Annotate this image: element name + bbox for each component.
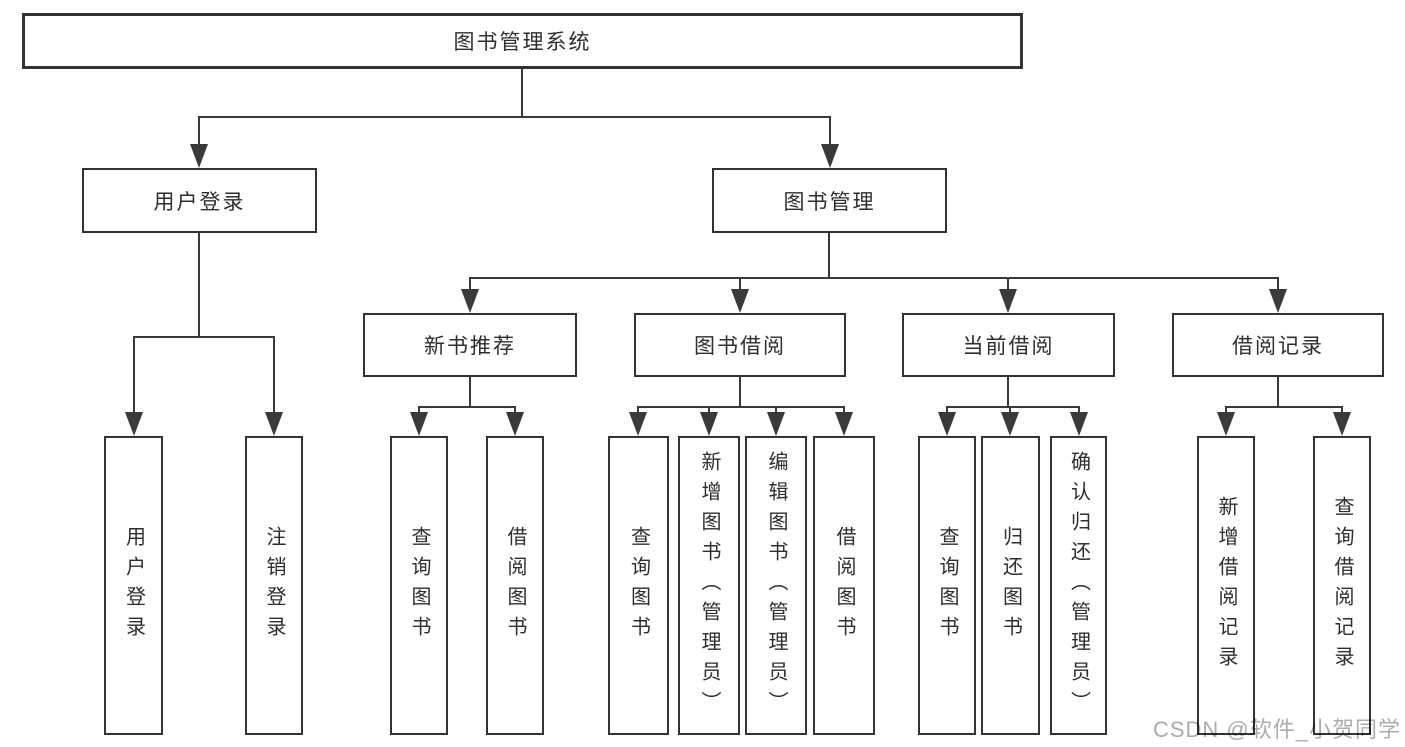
arrowhead-icon [265,412,283,436]
node-user-login: 用户登录 [82,168,317,233]
connector-line [418,406,420,412]
connector-line [469,277,471,289]
node-book-borrow: 图书借阅 [634,313,846,377]
leaf-label: 归还图书 [999,525,1022,646]
arrowhead-icon [938,412,956,436]
leaf-query-books-borrow: 查询图书 [608,436,669,735]
arrowhead-icon [461,289,479,313]
leaf-query-books-current: 查询图书 [918,436,976,735]
leaf-label: 查询图书 [627,525,650,646]
arrowhead-icon [506,412,524,436]
connector-line [521,69,523,117]
connector-line [1277,377,1279,407]
arrowhead-icon [1001,412,1019,436]
leaf-label: 新增图书（管理员） [698,450,720,721]
connector-line [1078,406,1080,412]
connector-line [637,406,639,412]
node-borrow-records: 借阅记录 [1172,313,1384,377]
leaf-label: 借阅图书 [504,525,526,646]
leaf-query-borrow-record: 查询借阅记录 [1313,436,1371,735]
arrowhead-icon [629,412,647,436]
leaf-user-login: 用户登录 [104,436,163,735]
connector-line [829,116,831,144]
connector-line [198,116,200,144]
connector-line [1277,277,1279,289]
connector-line [946,406,948,412]
connector-line [1225,406,1227,412]
leaf-label: 新增借阅记录 [1215,495,1237,676]
leaf-borrow-books-rec: 借阅图书 [486,436,544,735]
arrowhead-icon [1333,412,1351,436]
connector-line [469,277,1279,279]
connector-line [638,406,845,408]
leaf-label: 确认归还（管理员） [1067,450,1090,721]
node-new-book-recommend: 新书推荐 [363,313,577,377]
leaf-add-book-admin: 新增图书（管理员） [678,436,740,735]
connector-line [1226,406,1343,408]
leaf-label: 查询借阅记录 [1331,495,1353,676]
arrowhead-icon [1269,289,1287,313]
arrowhead-icon [821,144,839,168]
node-current-borrow: 当前借阅 [902,313,1115,377]
csdn-watermark: CSDN @软件_小贺同学 [1152,717,1401,742]
connector-line [198,116,831,118]
connector-line [828,233,830,278]
leaf-label: 用户登录 [122,525,145,646]
connector-line [514,406,516,412]
arrowhead-icon [190,144,208,168]
leaf-label: 借阅图书 [833,525,855,646]
connector-line [739,277,741,289]
connector-line [273,336,275,412]
leaf-query-books-rec: 查询图书 [390,436,448,735]
leaf-add-borrow-record: 新增借阅记录 [1197,436,1255,735]
connector-line [947,406,1080,408]
leaf-borrow-books: 借阅图书 [813,436,875,735]
leaf-label: 查询图书 [408,525,430,646]
connector-line [775,406,777,412]
leaf-label: 注销登录 [263,525,285,646]
arrowhead-icon [767,412,785,436]
connector-line [133,336,275,338]
leaf-label: 编辑图书（管理员） [765,450,787,721]
connector-line [708,406,710,412]
arrowhead-icon [700,412,718,436]
node-book-management: 图书管理 [712,168,947,233]
arrowhead-icon [731,289,749,313]
arrowhead-icon [835,412,853,436]
arrowhead-icon [1217,412,1235,436]
arrowhead-icon [999,289,1017,313]
connector-line [419,406,516,408]
arrowhead-icon [1070,412,1088,436]
leaf-return-books: 归还图书 [981,436,1040,735]
connector-line [1009,406,1011,412]
connector-line [133,336,135,412]
connector-line [469,377,471,407]
node-root: 图书管理系统 [22,13,1023,69]
connector-line [1007,377,1009,407]
connector-line [198,233,200,337]
connector-line [1007,277,1009,289]
connector-line [843,406,845,412]
leaf-label: 查询图书 [936,525,958,646]
leaf-logout: 注销登录 [245,436,303,735]
arrowhead-icon [410,412,428,436]
leaf-confirm-return-admin: 确认归还（管理员） [1050,436,1107,735]
leaf-edit-book-admin: 编辑图书（管理员） [745,436,807,735]
arrowhead-icon [125,412,143,436]
connector-line [1341,406,1343,412]
connector-line [739,377,741,407]
